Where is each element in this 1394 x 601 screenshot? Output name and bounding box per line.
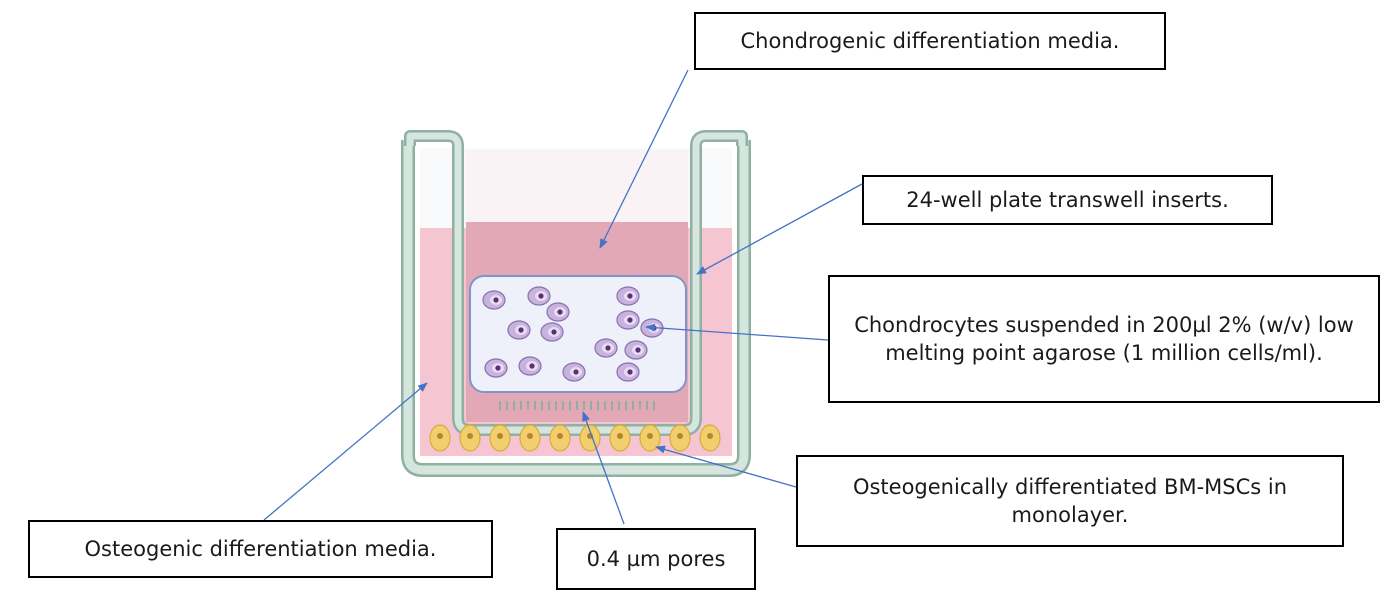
- bmsc-cell: [459, 424, 481, 452]
- chondrocyte-cells: [482, 286, 664, 382]
- chondrocyte: [562, 362, 586, 382]
- label-chondrocytes-agarose: Chondrocytes suspended in 200µl 2% (w/v)…: [828, 275, 1380, 403]
- arrow-transwell-inserts: [696, 183, 863, 275]
- bmsc-cell: [549, 424, 571, 452]
- bmsc-cell: [609, 424, 631, 452]
- arrow-chondrogenic-media: [599, 69, 689, 249]
- chondrocyte: [624, 340, 648, 360]
- bmsc-cell: [489, 424, 511, 452]
- bmsc-cell: [639, 424, 661, 452]
- arrow-osteogenic-cells: [655, 445, 797, 488]
- chondrocyte: [484, 358, 508, 378]
- bmsc-monolayer: [429, 424, 721, 452]
- chondrocyte: [616, 310, 640, 330]
- chondrocyte: [527, 286, 551, 306]
- chondrocyte: [616, 286, 640, 306]
- chondrocyte: [546, 302, 570, 322]
- bmsc-cell: [579, 424, 601, 452]
- label-pores: 0.4 µm pores: [556, 528, 756, 590]
- arrow-pores: [582, 411, 625, 525]
- membrane-pores: [499, 401, 655, 410]
- chondrocyte: [540, 322, 564, 342]
- arrow-chondrocytes: [645, 323, 829, 341]
- chondrocyte: [594, 338, 618, 358]
- label-chondrogenic-media: Chondrogenic differentiation media.: [694, 12, 1166, 70]
- chondrocyte: [482, 290, 506, 310]
- bmsc-cell: [429, 424, 451, 452]
- bmsc-cell: [699, 424, 721, 452]
- label-osteogenic-bmscs: Osteogenically differentiated BM-MSCs in…: [796, 455, 1344, 547]
- label-transwell-inserts: 24-well plate transwell inserts.: [862, 175, 1273, 225]
- arrow-osteogenic-media: [263, 382, 428, 521]
- bmsc-cell: [669, 424, 691, 452]
- chondrocyte: [507, 320, 531, 340]
- bmsc-cell: [519, 424, 541, 452]
- chondrocyte: [518, 356, 542, 376]
- label-osteogenic-media: Osteogenic differentiation media.: [28, 520, 493, 578]
- chondrocyte: [616, 362, 640, 382]
